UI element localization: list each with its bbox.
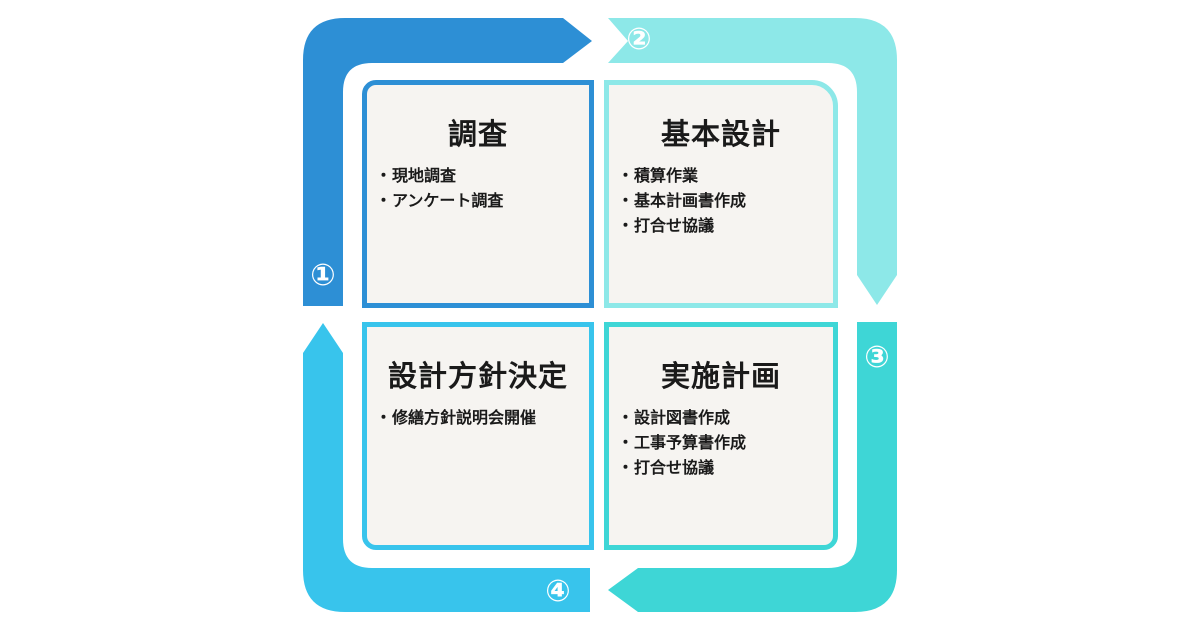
step-number-4: ④ — [545, 574, 571, 609]
step-title: 実施計画 — [660, 359, 781, 393]
step-items: ・設計図書作成 ・工事予算書作成 ・打合せ協議 — [617, 405, 746, 480]
step-title: 調査 — [447, 117, 508, 151]
list-item: ・現地調査 — [375, 166, 457, 185]
arrow-step-2 — [608, 18, 897, 305]
step-number-1: ① — [310, 258, 336, 293]
step-box-survey: 調査 ・現地調査 ・アンケート調査 — [362, 80, 594, 308]
arrow-step-4 — [303, 323, 590, 612]
step-items: ・現地調査 ・アンケート調査 — [375, 163, 503, 213]
step-box-implementation-plan: 実施計画 ・設計図書作成 ・工事予算書作成 ・打合せ協議 — [604, 322, 838, 550]
step-items: ・積算作業 ・基本計画書作成 ・打合せ協議 — [617, 163, 746, 238]
step-title: 設計方針決定 — [387, 359, 568, 393]
list-item: ・修繕方針説明会開催 — [375, 408, 537, 427]
list-item: ・基本計画書作成 — [617, 191, 747, 210]
step-box-basic-design: 基本設計 ・積算作業 ・基本計画書作成 ・打合せ協議 — [604, 80, 838, 308]
step-items: ・修繕方針説明会開催 — [375, 405, 536, 430]
list-item: ・打合せ協議 — [617, 216, 715, 235]
step-number-2: ② — [626, 22, 652, 57]
step-title: 基本設計 — [660, 117, 781, 151]
list-item: ・積算作業 — [617, 166, 699, 185]
list-item: ・工事予算書作成 — [617, 433, 747, 452]
step-box-design-policy: 設計方針決定 ・修繕方針説明会開催 — [362, 322, 594, 550]
list-item: ・設計図書作成 — [617, 408, 731, 427]
list-item: ・打合せ協議 — [617, 458, 715, 477]
list-item: ・アンケート調査 — [375, 191, 504, 210]
arrow-step-1 — [303, 18, 592, 306]
arrow-step-3 — [608, 322, 897, 612]
step-number-3: ③ — [864, 340, 890, 375]
